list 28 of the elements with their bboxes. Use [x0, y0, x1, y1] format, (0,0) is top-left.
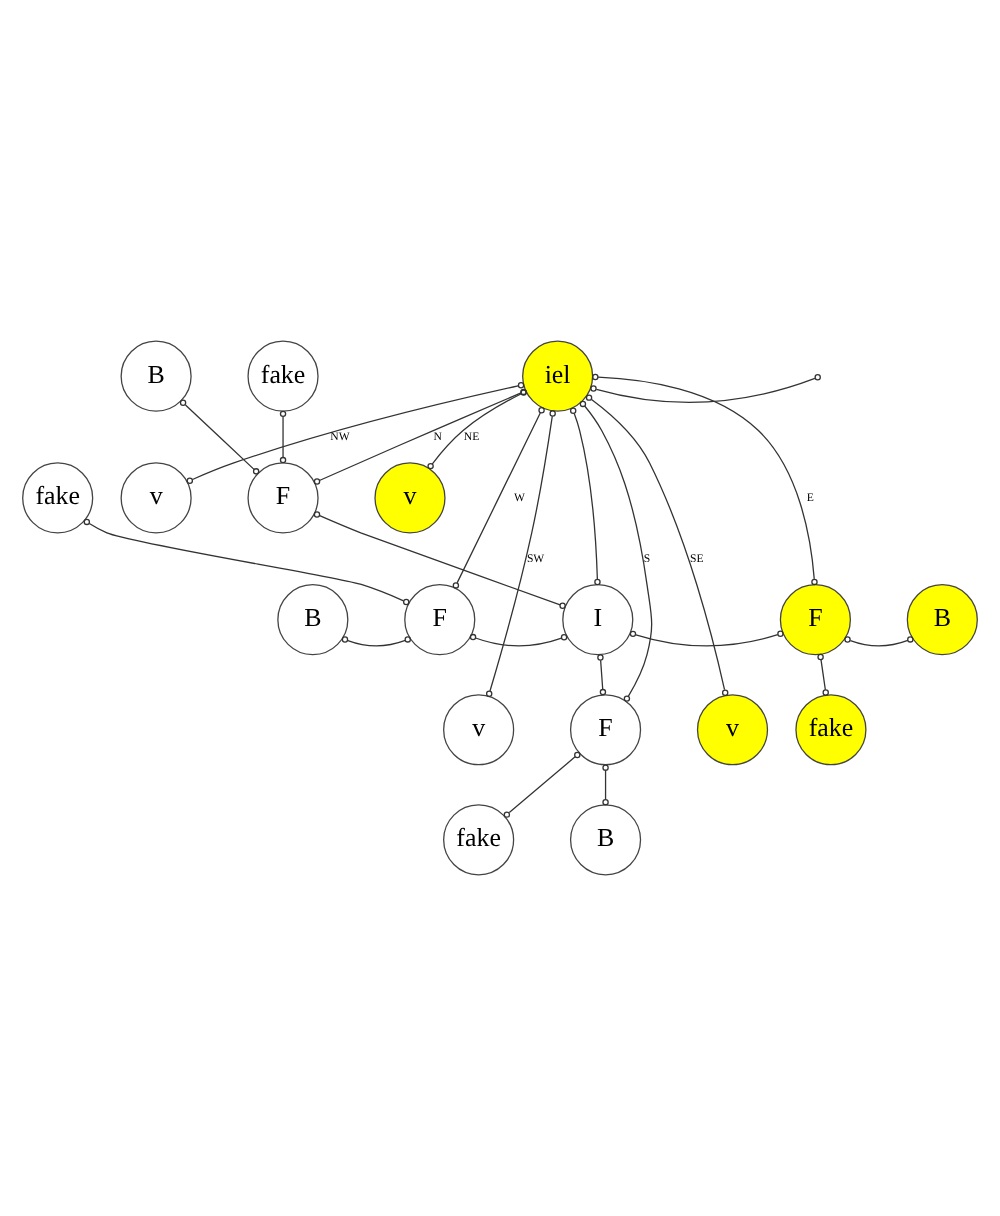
- connector: [186, 382, 525, 484]
- connector: [579, 400, 653, 702]
- connector: [592, 373, 818, 586]
- node-circle: fake: [247, 340, 319, 412]
- connector: [179, 399, 260, 475]
- node-circle: v: [696, 694, 769, 766]
- connector: [427, 389, 527, 470]
- connector: [313, 388, 527, 485]
- connector: [602, 764, 609, 806]
- connector: [844, 636, 914, 647]
- connector: [83, 518, 410, 606]
- node-circle: v: [443, 694, 515, 766]
- connector: [485, 410, 556, 697]
- connector: [503, 751, 581, 818]
- connector: [629, 630, 784, 647]
- connector: [313, 511, 566, 609]
- connector: [597, 654, 607, 696]
- node-circle: B: [569, 804, 642, 876]
- connector: [279, 410, 287, 464]
- connector: [817, 653, 829, 696]
- connector: [469, 633, 568, 647]
- node-circle: B: [120, 340, 192, 412]
- connector: [569, 407, 601, 586]
- connector: [595, 377, 816, 404]
- connector: [452, 407, 545, 589]
- node-circle: fake: [795, 694, 867, 766]
- connector: [341, 636, 411, 647]
- connector: [585, 394, 729, 696]
